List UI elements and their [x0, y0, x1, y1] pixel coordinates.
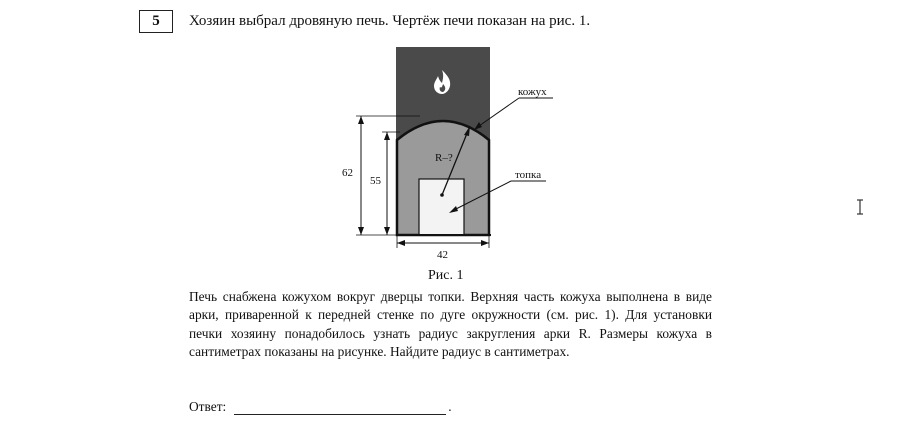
- dim-55-arrow-bottom: [384, 227, 390, 235]
- dim-42-arrow-left: [397, 240, 405, 246]
- dim-42-arrow-right: [481, 240, 489, 246]
- label-dim-55: 55: [370, 175, 382, 187]
- casing-leader-diag: [478, 97, 520, 127]
- stove-drawing: кожух топка R–? 62 55 42: [342, 47, 553, 261]
- dim-55-arrow-top: [384, 132, 390, 140]
- label-firebox: топка: [515, 169, 541, 181]
- task-number: 5: [139, 10, 173, 33]
- flame-icon: [434, 70, 451, 94]
- answer-row: Ответ: .: [189, 399, 452, 415]
- answer-input-line[interactable]: [234, 402, 447, 415]
- label-radius: R–?: [435, 152, 453, 164]
- casing-arrowhead: [474, 122, 482, 130]
- figure-caption: Рис. 1: [428, 268, 464, 283]
- firebox-door: [418, 178, 465, 236]
- dim-62-arrow-bottom: [358, 227, 364, 235]
- answer-label: Ответ:: [189, 399, 227, 414]
- radius-arrowhead: [464, 126, 470, 136]
- stove-figure: кожух топка R–? 62 55 42: [330, 40, 570, 280]
- text-cursor-icon: [857, 199, 863, 215]
- firebox-leader-diag: [453, 180, 512, 211]
- label-casing: кожух: [518, 86, 547, 98]
- radius-center: [440, 193, 444, 197]
- firebox-arrowhead: [449, 206, 458, 213]
- radius-arrow: [441, 125, 471, 196]
- label-dim-62: 62: [342, 167, 353, 179]
- dim-62-arrow-top: [358, 116, 364, 124]
- problem-text: Печь снабжена кожухом вокруг дверцы топк…: [189, 289, 712, 360]
- task-title: Хозяин выбрал дровяную печь. Чертёж печи…: [189, 13, 591, 29]
- answer-end: .: [448, 399, 452, 414]
- label-dim-42: 42: [437, 249, 448, 261]
